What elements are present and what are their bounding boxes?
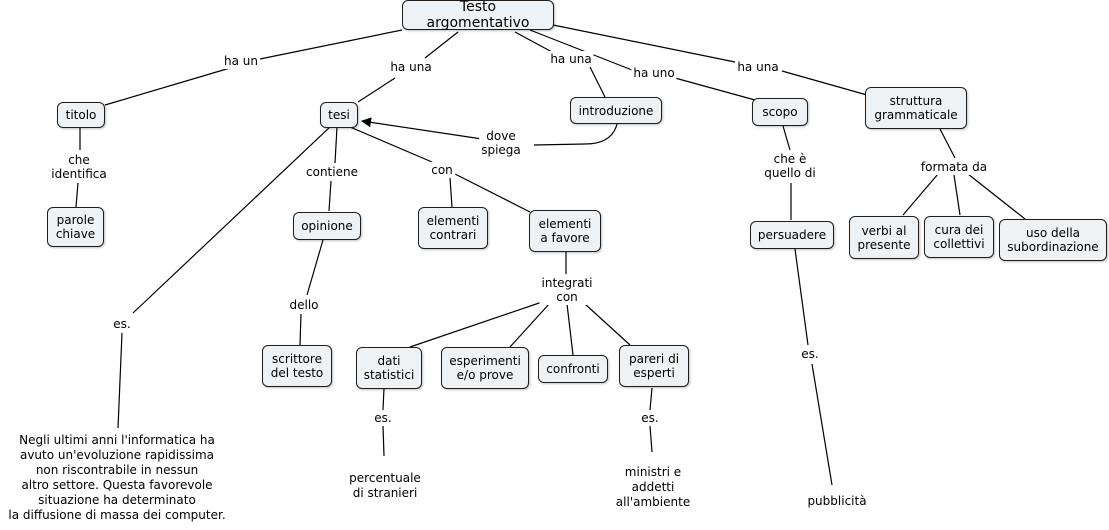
node-elementi-a-favore[interactable]: elementi a favore <box>529 210 601 252</box>
line-scopo-cheequellodi <box>782 125 791 151</box>
node-dati-statistici[interactable]: dati statistici <box>356 347 422 389</box>
link-integrati-con: integrati con <box>539 275 595 305</box>
line-root-hauna-tesi <box>424 31 459 59</box>
line-dati-es <box>382 387 385 411</box>
node-confronti[interactable]: confronti <box>538 355 608 383</box>
line-contiene-opinione <box>328 180 332 212</box>
line-integrati-dati <box>409 300 546 348</box>
line-hauna-intro <box>589 66 606 98</box>
node-struttura-grammaticale[interactable]: struttura grammaticale <box>865 87 967 129</box>
link-con: con <box>429 162 455 178</box>
node-pareri-di-esperti[interactable]: pareri di esperti <box>619 345 689 387</box>
link-ha-una-struttura: ha una <box>735 59 781 75</box>
node-elementi-contrari[interactable]: elementi contrari <box>418 207 488 249</box>
line-haun-titolo <box>104 67 231 106</box>
line-es-ministri <box>649 425 653 453</box>
example-pubblicita: pubblicità <box>807 494 867 508</box>
line-root-hauna-intro <box>514 31 553 53</box>
line-dovespiega-tesi <box>361 117 483 140</box>
line-es-pubblicita <box>811 363 833 486</box>
line-con-contrari <box>449 177 453 208</box>
node-uso-della-subordinazione[interactable]: uso della subordinazione <box>999 219 1107 261</box>
line-dello-scrittore <box>299 313 302 346</box>
node-scopo[interactable]: scopo <box>752 98 808 126</box>
node-introduzione[interactable]: introduzione <box>570 97 662 124</box>
line-con-favore <box>454 173 531 213</box>
link-ha-una-introduzione: ha una <box>548 51 594 67</box>
link-dello: dello <box>287 297 321 313</box>
example-percentuale-stranieri: percentuale di stranieri <box>349 471 421 500</box>
node-scrittore-del-testo[interactable]: scrittore del testo <box>262 345 332 387</box>
example-tesi-informatica: Negli ultimi anni l'informatica ha avuto… <box>8 433 226 522</box>
link-ha-uno: ha uno <box>631 65 677 81</box>
line-cheidentifica-parole <box>75 182 79 208</box>
example-ministri-addetti: ministri e addetti all'ambiente <box>615 465 691 509</box>
line-hauna-struttura <box>781 70 868 96</box>
line-intro-dovespiega <box>533 123 618 146</box>
line-formata-verbi <box>902 173 939 216</box>
line-root-haun <box>254 29 403 61</box>
link-che-identifica: che identifica <box>49 152 109 182</box>
line-pareri-es <box>649 387 653 411</box>
node-tesi[interactable]: tesi <box>320 102 358 128</box>
node-verbi-al-presente[interactable]: verbi al presente <box>849 216 919 259</box>
line-root-hauno <box>529 29 633 71</box>
line-persuadere-es <box>794 248 809 346</box>
line-formata-cura <box>953 174 961 216</box>
node-cura-dei-collettivi[interactable]: cura dei collettivi <box>924 216 994 258</box>
line-tesi-con <box>349 126 433 163</box>
line-struttura-formata <box>939 128 956 159</box>
line-tesi-es <box>132 126 331 314</box>
node-titolo[interactable]: titolo <box>57 102 105 128</box>
line-es-example <box>117 332 123 429</box>
node-opinione[interactable]: opinione <box>293 212 361 240</box>
line-integrati-esperimenti <box>509 302 551 348</box>
node-esperimenti-prove[interactable]: esperimenti e/o prove <box>441 347 529 389</box>
link-ha-una-tesi: ha una <box>388 59 434 75</box>
node-persuadere[interactable]: persuadere <box>750 221 834 249</box>
line-hauno-scopo <box>674 77 756 101</box>
line-tesi-contiene <box>334 126 338 164</box>
line-es-percentuale <box>382 425 385 457</box>
node-parole-chiave[interactable]: parole chiave <box>47 207 104 247</box>
link-contiene: contiene <box>304 164 360 180</box>
line-hauna-tesi <box>357 77 396 103</box>
link-che-e-quello-di: che è quello di <box>762 151 818 181</box>
link-es-tesi: es. <box>111 316 133 332</box>
line-opinione-dello <box>306 239 324 296</box>
link-es-pareri: es. <box>639 410 661 426</box>
line-integrati-pareri <box>584 303 631 346</box>
line-root-hauna-struttura <box>552 24 736 63</box>
node-testo-argomentativo[interactable]: Testo argomentativo <box>402 0 554 31</box>
line-formata-uso <box>967 173 1026 220</box>
link-ha-un: ha un <box>222 53 260 69</box>
link-es-dati: es. <box>372 410 394 426</box>
link-dove-spiega: dove spiega <box>479 128 523 158</box>
link-es-persuadere: es. <box>799 346 821 362</box>
link-formata-da: formata da <box>918 159 990 175</box>
line-integrati-confronti <box>566 303 574 356</box>
